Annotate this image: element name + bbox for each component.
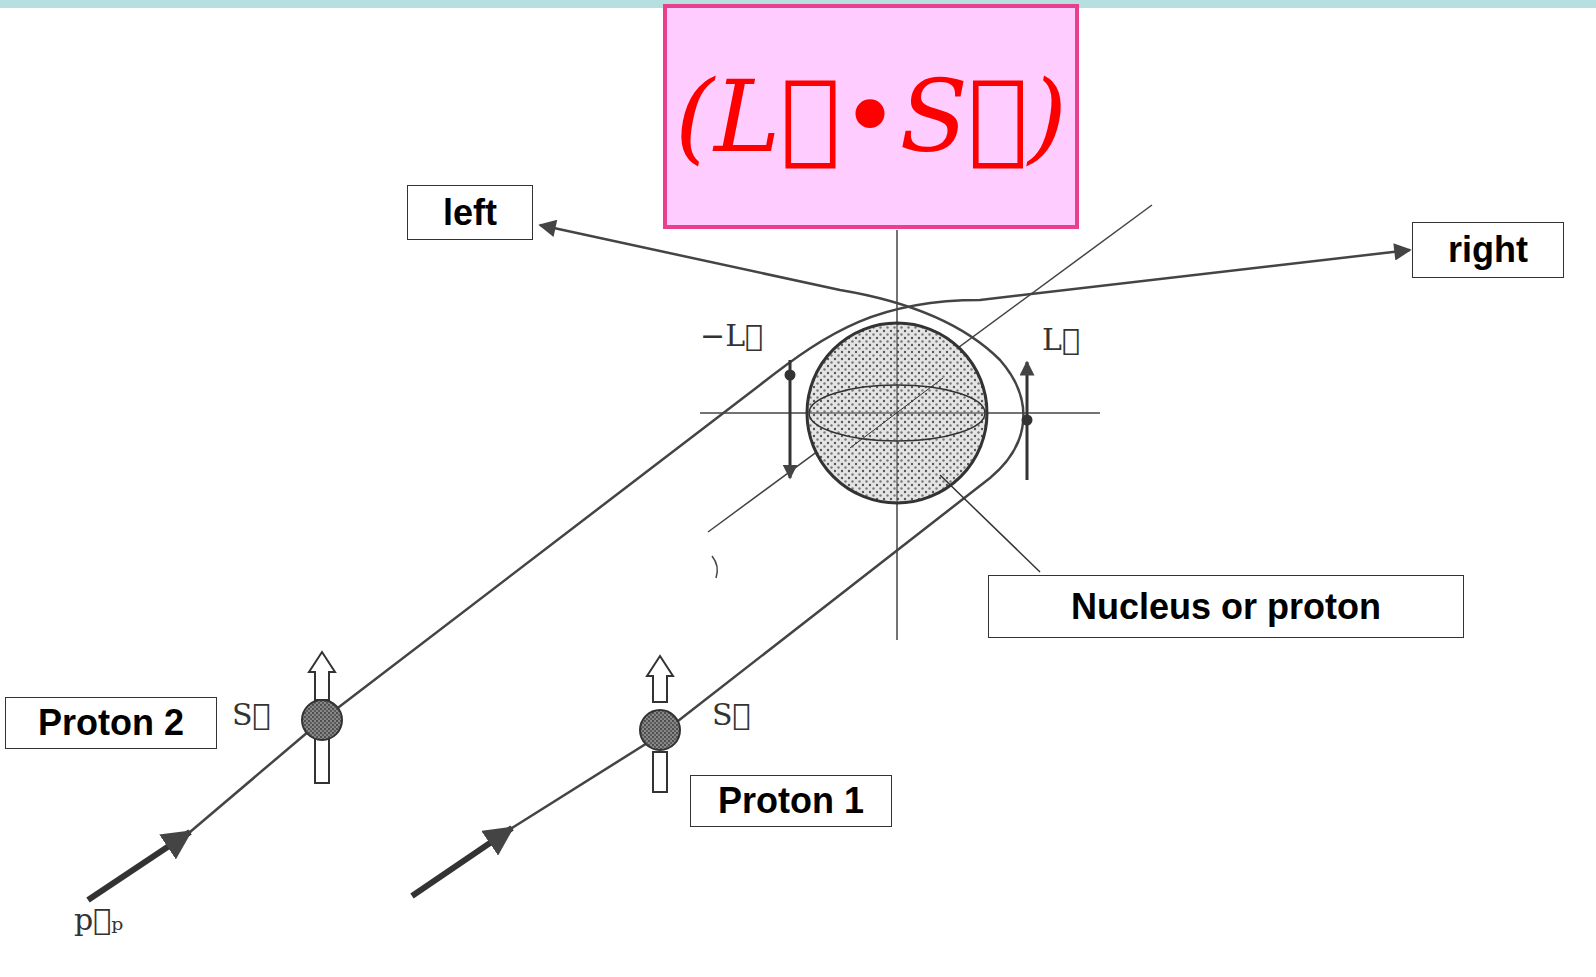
node-text: Nucleus or proton xyxy=(1071,586,1381,628)
proton-1 xyxy=(640,656,680,792)
incoming-lines xyxy=(190,720,660,832)
proton-label-box: Proton 2 xyxy=(5,697,217,749)
vector-label: S⃗ xyxy=(232,697,271,732)
angular-momentum-vectors xyxy=(786,360,1031,480)
node-text: left xyxy=(443,192,497,234)
proton-label-box: Proton 1 xyxy=(690,775,892,827)
leader-line xyxy=(940,475,1040,572)
direction-label-box: right xyxy=(1412,222,1564,278)
node-text: Proton 2 xyxy=(38,702,184,744)
incoming-momentum xyxy=(88,828,512,900)
vector-label: −L⃗ xyxy=(700,318,763,353)
vector-label: p⃗ₚ xyxy=(74,902,123,937)
vector-label: L⃗ xyxy=(1042,322,1080,357)
node-text: Proton 1 xyxy=(718,780,864,822)
formula-box: (L⃗•S⃗) xyxy=(663,4,1079,229)
trajectories xyxy=(322,225,1410,735)
direction-label-box: left xyxy=(407,185,533,240)
node-text: (L⃗•S⃗) xyxy=(675,58,1067,175)
vector-label: S⃗ xyxy=(712,697,751,732)
target-label-box: Nucleus or proton xyxy=(988,575,1464,638)
nucleus xyxy=(807,323,987,503)
proton-2 xyxy=(302,652,342,783)
node-text: right xyxy=(1448,229,1528,271)
